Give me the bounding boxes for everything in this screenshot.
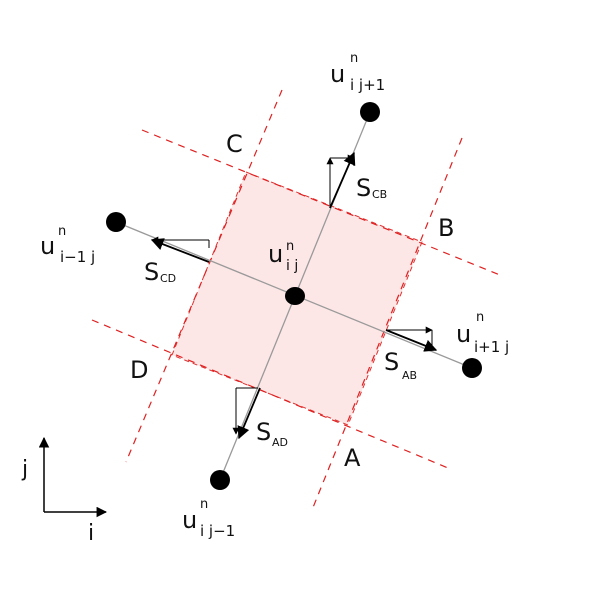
vertex-labels: C B D A — [130, 130, 454, 472]
vertex-label-d: D — [130, 356, 148, 384]
node-top — [360, 102, 380, 122]
node-left — [106, 212, 126, 232]
face-label-cd: S CD — [144, 258, 176, 286]
grid-line-left — [125, 89, 283, 463]
face-label-ad-sub: AD — [272, 436, 288, 449]
node-right — [462, 358, 482, 378]
face-label-cb: S CB — [356, 174, 387, 202]
neighbor-top-base: u — [330, 60, 345, 88]
normal-ad-arrow — [237, 387, 261, 440]
axes — [38, 436, 108, 518]
normal-cb-arrow — [329, 151, 356, 209]
vertex-label-c: C — [226, 130, 243, 158]
center-label: n u i j — [268, 239, 298, 274]
neighbor-bottom-sub: i j−1 — [200, 522, 235, 540]
normal-cd-arrow — [150, 238, 210, 263]
neighbor-top-sub: i j+1 — [350, 76, 385, 94]
face-label-cd-base: S — [144, 258, 159, 286]
neighbor-right-base: u — [456, 320, 471, 348]
neighbor-bottom-sup: n — [200, 497, 208, 512]
face-label-ab-base: S — [384, 348, 399, 376]
center-label-sup: n — [286, 239, 294, 254]
nodes — [106, 102, 482, 490]
face-label-ad: S AD — [256, 418, 288, 449]
vertex-label-a: A — [344, 444, 361, 472]
neighbor-left-sub: i−1 j — [60, 248, 95, 266]
face-label-ab: S AB — [384, 348, 417, 382]
center-label-base: u — [268, 240, 283, 268]
neighbor-top-label: n u i j+1 — [330, 51, 385, 94]
neighbor-left-sup: n — [58, 224, 66, 239]
normal-ab-arrow — [385, 329, 438, 352]
neighbor-left-base: u — [40, 232, 55, 260]
neighbor-top-sup: n — [350, 51, 358, 66]
neighbor-left-label: n u i−1 j — [40, 224, 95, 266]
axis-j-label: j — [21, 457, 28, 482]
vertex-label-b: B — [438, 214, 454, 242]
neighbor-right-sup: n — [476, 310, 484, 325]
face-label-cb-sub: CB — [372, 188, 387, 201]
axis-i-label: i — [88, 521, 94, 546]
face-label-cd-sub: CD — [160, 272, 176, 285]
grid-lines — [91, 89, 501, 511]
face-label-ab-sub: AB — [402, 369, 417, 382]
neighbor-bottom-label: n u i j−1 — [182, 497, 235, 540]
face-label-ad-base: S — [256, 418, 271, 446]
node-center — [285, 287, 305, 305]
face-normals — [150, 151, 438, 440]
face-label-cb-base: S — [356, 174, 371, 202]
center-label-sub: i j — [286, 258, 298, 274]
neighbor-bottom-base: u — [182, 506, 197, 534]
neighbor-right-sub: i+1 j — [474, 338, 509, 356]
grid-line-right — [311, 137, 463, 511]
node-bottom — [210, 470, 230, 490]
neighbor-right-label: n u i+1 j — [456, 310, 509, 356]
